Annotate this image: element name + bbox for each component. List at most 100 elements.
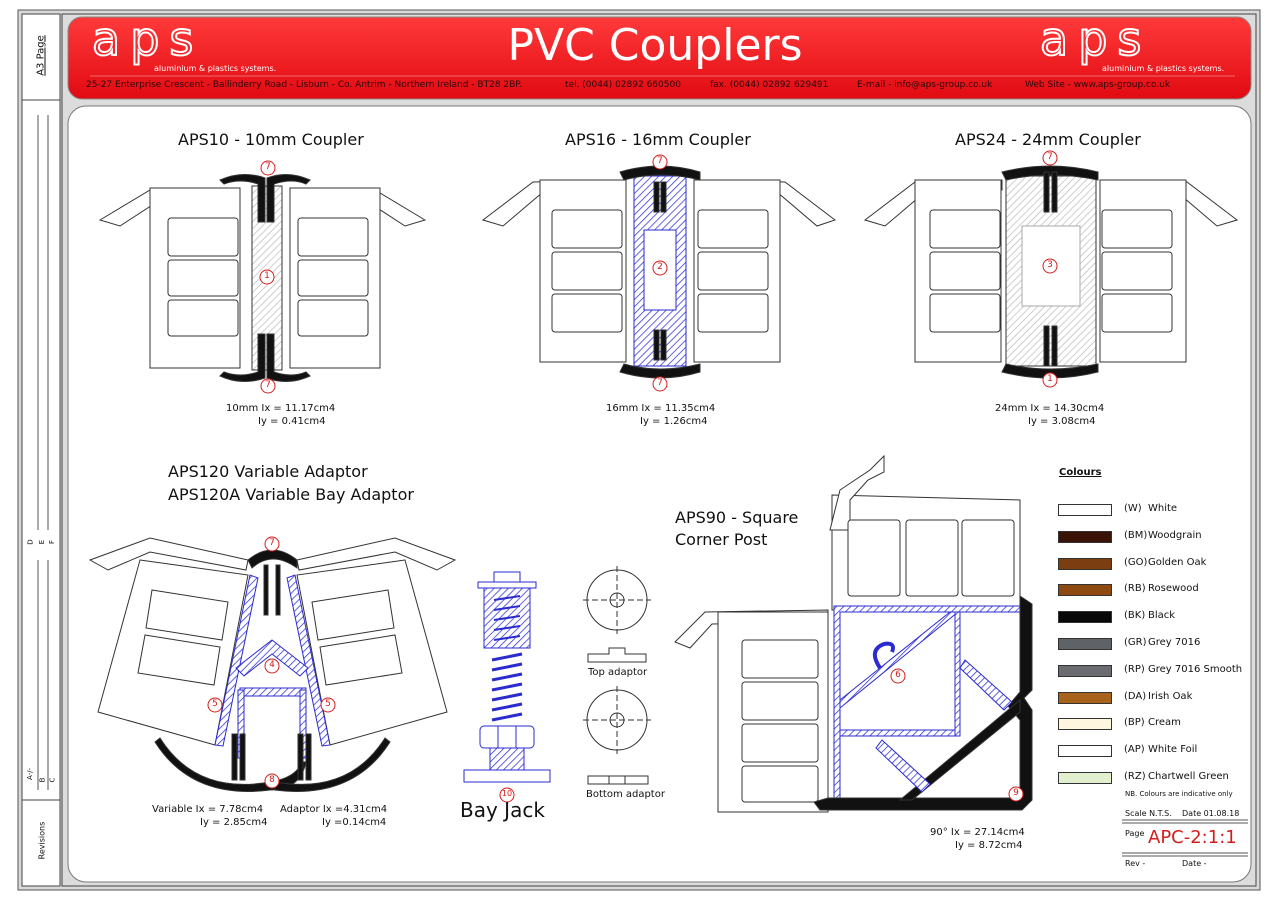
- header-email: E-mail - info@aps-group.co.uk: [857, 80, 993, 90]
- colour-swatch: [1058, 504, 1112, 516]
- revisions-label: Revisions: [37, 821, 47, 860]
- aps90-iy: Iy = 8.72cm4: [955, 840, 1023, 851]
- colour-code: (BK): [1124, 610, 1146, 622]
- aps16-ix: 16mm Ix = 11.35cm4: [606, 403, 716, 414]
- marker-label: 5: [212, 699, 218, 709]
- title-block: [1122, 819, 1248, 857]
- left-letter-b: B: [38, 777, 47, 783]
- aps120-ad-iy: Iy =0.14cm4: [322, 817, 387, 828]
- colour-name: Rosewood: [1148, 583, 1199, 595]
- marker-label: 4: [269, 660, 275, 670]
- colour-swatch: [1058, 745, 1112, 758]
- colour-code: (GR): [1124, 637, 1147, 648]
- colour-swatch: [1058, 664, 1112, 677]
- colour-name: Irish Oak: [1148, 690, 1193, 702]
- colour-code: (BM): [1124, 529, 1148, 541]
- colour-row: (DA)Irish Oak: [1058, 691, 1248, 707]
- aps10-iy: Iy = 0.41cm4: [258, 416, 326, 427]
- colour-row: (RB)Rosewood: [1058, 583, 1248, 599]
- colour-swatch: [1058, 557, 1112, 570]
- colours-heading: Colours: [1059, 467, 1102, 478]
- colour-name: White: [1148, 503, 1178, 514]
- colour-name: Woodgrain: [1148, 529, 1202, 541]
- aps16-iy: Iy = 1.26cm4: [640, 416, 708, 427]
- colour-row: (W) White: [1058, 503, 1248, 519]
- bayjack-diagram: [463, 571, 551, 783]
- aps120-title-1: APS120 Variable Adaptor: [168, 462, 368, 481]
- aps90-title-2: Corner Post: [675, 530, 768, 549]
- marker-label: 5: [325, 699, 331, 709]
- marker-label: 8: [269, 775, 275, 785]
- aps90-ix: 90° Ix = 27.14cm4: [930, 827, 1025, 838]
- colour-row: (GR)Grey 7016: [1058, 637, 1248, 653]
- date-label: Date 01.08.18: [1182, 809, 1240, 818]
- aps120-title-2: APS120A Variable Bay Adaptor: [168, 485, 414, 504]
- header-fax: fax. (0044) 02892 629491: [710, 80, 829, 90]
- aps120-diagram: [88, 537, 457, 792]
- colour-code: (GO): [1124, 556, 1148, 568]
- colour-row: (AP)White Foil: [1058, 744, 1248, 760]
- page-size-label: A3 Page: [35, 35, 47, 76]
- marker-label: 7: [265, 162, 271, 172]
- marker-label: 10: [501, 789, 513, 798]
- colour-code: (RZ): [1124, 771, 1146, 782]
- colour-name: Grey 7016: [1148, 637, 1201, 648]
- date2-label: Date -: [1182, 859, 1207, 868]
- colour-row: (BP)Cream: [1058, 717, 1248, 733]
- logo-subtitle: aluminium & plastics systems.: [154, 64, 277, 73]
- left-letter-a: A-/-: [26, 767, 35, 781]
- aps90-diagram: [674, 454, 1033, 813]
- aps24-diagram: [863, 165, 1239, 379]
- colour-code: (RP): [1124, 663, 1145, 675]
- aps10-title: APS10 - 10mm Coupler: [178, 130, 364, 149]
- page-label: Page: [1125, 829, 1145, 838]
- marker-label: 9: [1013, 788, 1019, 798]
- colour-row: (GO)Golden Oak: [1058, 557, 1248, 573]
- logo-text: aps: [91, 12, 204, 66]
- scale-label: Scale N.T.S.: [1125, 809, 1172, 818]
- aps16-diagram: [481, 165, 837, 379]
- aps16-title: APS16 - 16mm Coupler: [565, 130, 751, 149]
- aps24-iy: Iy = 3.08cm4: [1028, 416, 1096, 427]
- aps120-var-ix: Variable Ix = 7.78cm4: [152, 804, 264, 815]
- marker-label: 7: [657, 378, 663, 388]
- logo-left: aps aluminium & plastics systems.: [91, 12, 276, 74]
- colour-swatch: [1058, 611, 1112, 624]
- header-web: Web Site - www.aps-group.co.uk: [1025, 80, 1171, 90]
- colour-code: (AP): [1124, 744, 1145, 756]
- marker-label: 1: [264, 271, 270, 281]
- left-letter-e: E: [38, 539, 47, 545]
- colours-note: NB. Colours are indicative only: [1125, 790, 1233, 798]
- colour-name: Cream: [1148, 717, 1181, 729]
- colour-row: (BM)Woodgrain: [1058, 530, 1248, 546]
- marker-label: 7: [265, 380, 271, 390]
- colour-swatch: [1058, 530, 1112, 543]
- colour-name: Black: [1148, 610, 1176, 622]
- marker-label: 3: [1047, 260, 1053, 270]
- aps24-title: APS24 - 24mm Coupler: [955, 130, 1141, 149]
- page-title: PVC Couplers: [507, 20, 803, 71]
- left-letter-c: C: [48, 777, 57, 783]
- colour-name: White Foil: [1148, 744, 1198, 756]
- colour-swatch: [1058, 638, 1112, 650]
- logo-subtitle: aluminium & plastics systems.: [1102, 64, 1225, 73]
- colour-code: (DA): [1124, 690, 1147, 702]
- colour-name: Golden Oak: [1148, 556, 1207, 568]
- colour-code: (BP): [1124, 717, 1145, 729]
- header-tel: tel. (0044) 02892 660500: [565, 80, 681, 90]
- colour-row: (RZ)Chartwell Green: [1058, 771, 1248, 787]
- aps120-ad-ix: Adaptor Ix =4.31cm4: [280, 804, 388, 815]
- colour-swatch: [1058, 691, 1112, 704]
- aps10-ix: 10mm Ix = 11.17cm4: [226, 403, 336, 414]
- marker-label: 6: [895, 670, 901, 680]
- header-address: 25-27 Enterprise Crescent - Ballinderry …: [86, 80, 523, 90]
- colour-code: (RB): [1124, 583, 1146, 595]
- left-letter-d: D: [26, 539, 35, 545]
- colour-code: (W): [1124, 503, 1142, 514]
- marker-label: 2: [657, 262, 663, 272]
- marker-circles: [207, 150, 1058, 803]
- marker-label: 7: [269, 538, 275, 548]
- bayjack-title: Bay Jack: [460, 798, 545, 822]
- colour-row: (RP)Grey 7016 Smooth: [1058, 664, 1248, 680]
